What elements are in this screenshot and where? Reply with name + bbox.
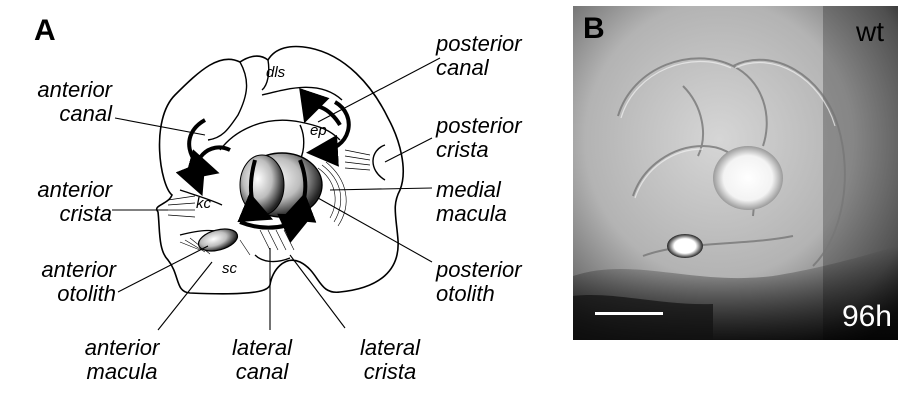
- label-anterior-crista: anterior crista: [6, 178, 112, 226]
- label-medial-macula: medial macula: [436, 178, 507, 226]
- label-posterior-crista: posterior crista: [436, 114, 522, 162]
- label-anterior-otolith: anterior otolith: [6, 258, 116, 306]
- panel-b-letter: B: [583, 12, 605, 46]
- scale-bar: [595, 312, 663, 315]
- medial-otolith-left: [240, 155, 284, 215]
- ep-abbr: ep: [310, 122, 327, 139]
- anterior-crista-hairs: [168, 196, 195, 217]
- label-posterior-otolith: posterior otolith: [436, 258, 522, 306]
- panel-b-micrograph: B wt 96h: [573, 6, 898, 340]
- sc-abbr: sc: [222, 260, 237, 277]
- label-posterior-canal: posterior canal: [436, 32, 522, 80]
- posterior-crista-hairs: [345, 150, 370, 170]
- label-lateral-crista: lateral crista: [340, 336, 440, 384]
- kc-abbr: kc: [196, 195, 211, 212]
- lateral-crista-hairs: [260, 230, 294, 250]
- dls-abbr: dls: [266, 64, 285, 81]
- small-otolith: [667, 234, 703, 258]
- genotype-label: wt: [856, 16, 884, 48]
- label-lateral-canal: lateral canal: [212, 336, 312, 384]
- timepoint-label: 96h: [842, 300, 892, 334]
- dic-micrograph-image: [573, 6, 898, 340]
- large-otolith: [713, 146, 783, 210]
- label-anterior-macula: anterior macula: [62, 336, 182, 384]
- label-anterior-canal: anterior canal: [6, 78, 112, 126]
- panel-a-diagram: A: [0, 0, 570, 393]
- medial-macula-hairs: [318, 162, 346, 226]
